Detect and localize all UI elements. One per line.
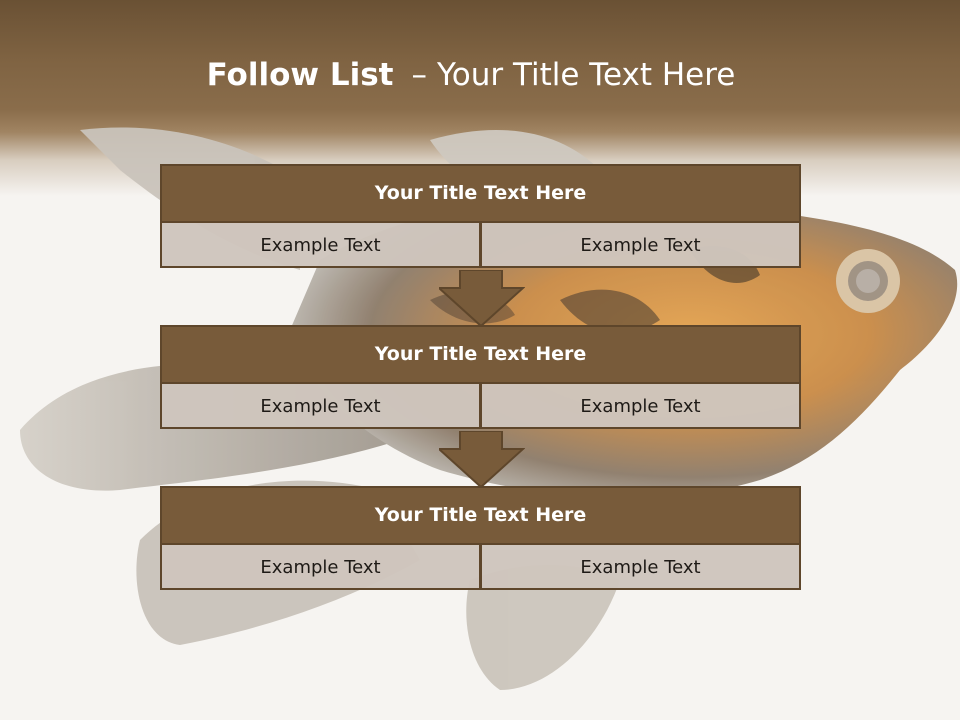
slide-title: Follow List–Your Title Text Here xyxy=(0,52,942,98)
step-left-text: Example Text xyxy=(160,545,481,590)
title-rest: Your Title Text Here xyxy=(436,57,736,93)
title-dash: – xyxy=(411,57,427,93)
step-right-text: Example Text xyxy=(480,545,801,590)
step-right-text: Example Text xyxy=(480,384,801,429)
down-arrow-icon xyxy=(439,270,525,328)
step-right-text: Example Text xyxy=(480,223,801,268)
step-title: Your Title Text Here xyxy=(160,486,801,545)
step-title: Your Title Text Here xyxy=(160,325,801,384)
title-bold: Follow List xyxy=(206,57,394,93)
step-left-text: Example Text xyxy=(160,223,481,268)
down-arrow-icon xyxy=(439,431,525,489)
step-title: Your Title Text Here xyxy=(160,164,801,223)
step-left-text: Example Text xyxy=(160,384,481,429)
